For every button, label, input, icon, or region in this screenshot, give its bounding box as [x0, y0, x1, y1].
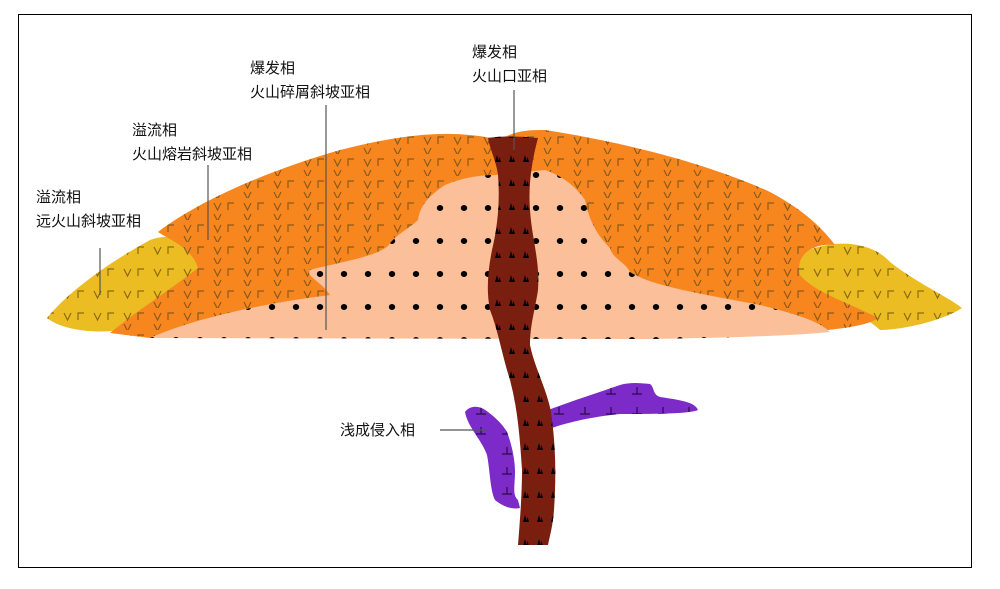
label-crater-facies: 爆发相: [472, 43, 518, 61]
label-lava-facies: 溢流相: [132, 121, 178, 139]
clastic-slope: [150, 170, 830, 339]
label-distal-facies: 溢流相: [36, 188, 82, 206]
label-clastic-slope: 爆发相 火山碎屑斜坡亚相: [250, 56, 370, 104]
label-clastic-facies: 爆发相: [250, 59, 296, 77]
distal-slope-right: [792, 243, 962, 330]
intrusion-left: [465, 406, 520, 509]
label-clastic-subfacies: 火山碎屑斜坡亚相: [250, 83, 371, 101]
label-intrusive: 浅成侵入相: [340, 418, 415, 442]
label-lava-slope: 溢流相 火山熔岩斜坡亚相: [132, 118, 252, 166]
label-distal-subfacies: 远火山斜坡亚相: [36, 212, 142, 230]
intrusion-right: [548, 383, 698, 428]
label-lava-subfacies: 火山熔岩斜坡亚相: [132, 145, 253, 163]
label-intrusive-facies: 浅成侵入相: [340, 421, 416, 439]
label-crater: 爆发相 火山口亚相: [472, 40, 547, 88]
label-crater-subfacies: 火山口亚相: [472, 67, 548, 85]
volcanic-conduit: [487, 136, 556, 545]
label-distal-slope: 溢流相 远火山斜坡亚相: [36, 185, 141, 233]
